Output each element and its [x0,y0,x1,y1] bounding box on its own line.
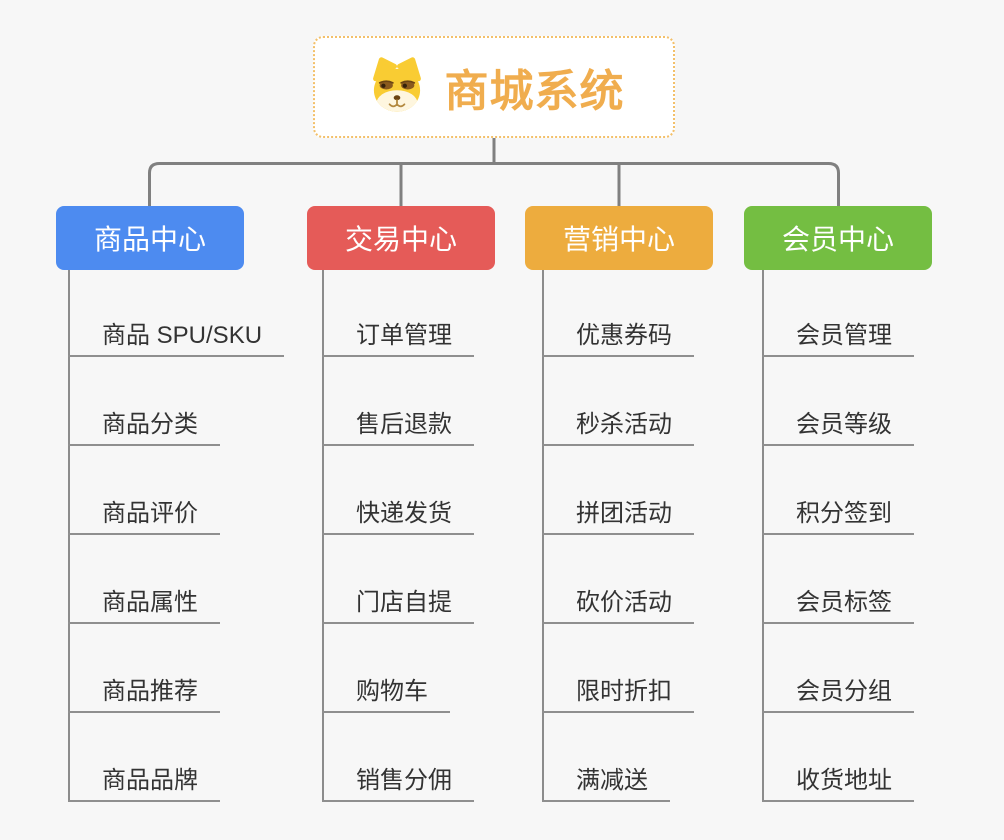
child-node[interactable]: 商品 SPU/SKU [68,313,285,357]
root-node[interactable]: 商城系统 [313,36,675,138]
child-node[interactable]: 售后退款 [322,402,474,446]
branch-spine [322,270,324,802]
child-node[interactable]: 优惠券码 [542,313,694,357]
child-node[interactable]: 订单管理 [322,313,474,357]
child-node[interactable]: 商品推荐 [68,669,220,713]
branch-node-member-center[interactable]: 会员中心 [744,206,932,270]
child-node[interactable]: 会员分组 [762,669,914,713]
child-node[interactable]: 销售分佣 [322,758,474,802]
child-node[interactable]: 商品评价 [68,491,220,535]
child-node[interactable]: 限时折扣 [542,669,694,713]
child-node[interactable]: 积分签到 [762,491,914,535]
branch-spine [762,270,764,802]
branch-node-trade-center[interactable]: 交易中心 [307,206,495,270]
child-node[interactable]: 拼团活动 [542,491,694,535]
child-node[interactable]: 商品属性 [68,580,220,624]
branch-spine [68,270,70,802]
child-node[interactable]: 会员等级 [762,402,914,446]
child-node[interactable]: 砍价活动 [542,580,694,624]
child-node[interactable]: 购物车 [322,669,450,713]
child-node[interactable]: 会员管理 [762,313,914,357]
branch-node-product-center[interactable]: 商品中心 [56,206,244,270]
shiba-dog-icon [372,57,421,112]
child-node[interactable]: 商品品牌 [68,758,220,802]
child-node[interactable]: 门店自提 [322,580,474,624]
branch-node-marketing-center[interactable]: 营销中心 [525,206,713,270]
branch-spine [542,270,544,802]
child-node[interactable]: 商品分类 [68,402,220,446]
child-node[interactable]: 会员标签 [762,580,914,624]
child-node[interactable]: 收货地址 [762,758,914,802]
child-node[interactable]: 满减送 [542,758,670,802]
child-node[interactable]: 快递发货 [322,491,474,535]
child-node[interactable]: 秒杀活动 [542,402,694,446]
root-title: 商城系统 [444,67,625,116]
